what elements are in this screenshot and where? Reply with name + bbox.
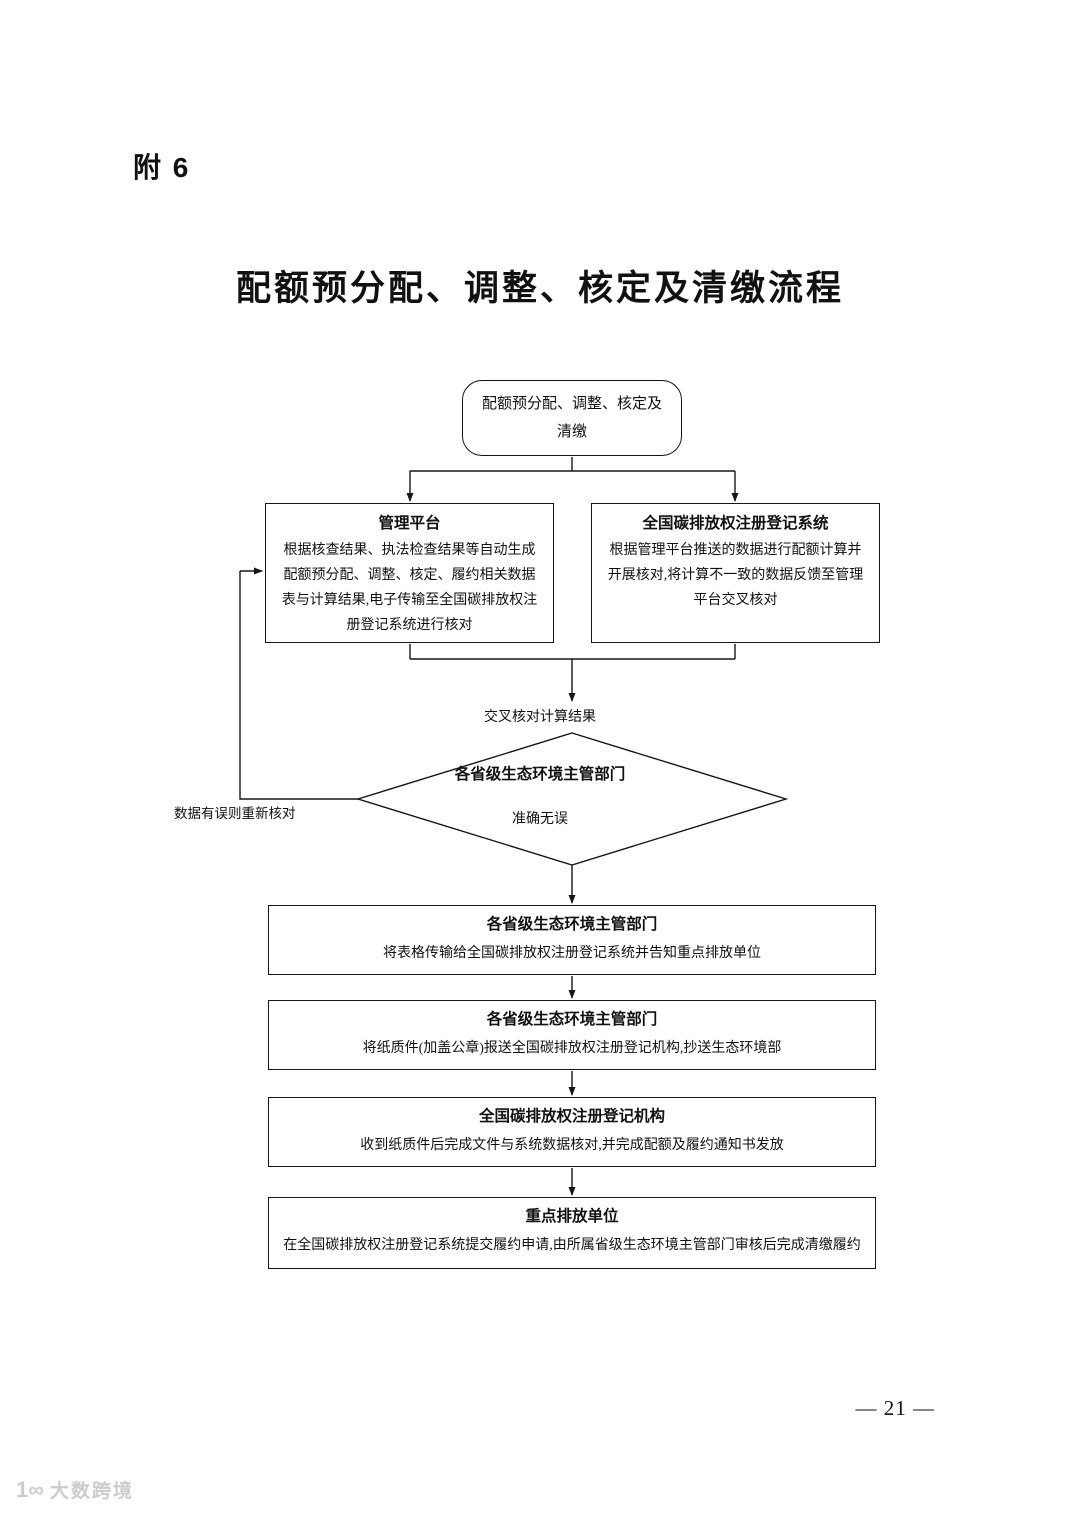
decision-diamond-title: 各省级生态环境主管部门 [454, 766, 626, 783]
page-title: 配额预分配、调整、核定及清缴流程 [235, 269, 844, 308]
watermark-logo-icon: 1∞ [16, 1476, 44, 1502]
step-box-key-emission-unit: 重点排放单位 在全国碳排放权注册登记系统提交履约申请,由所属省级生态环境主管部门… [268, 1197, 876, 1269]
step-title: 全国碳排放权注册登记机构 [478, 1108, 665, 1125]
registry-system-box: 全国碳排放权注册登记系统 根据管理平台推送的数据进行配额计算并开展核对,将计算不… [591, 503, 880, 643]
page-number: — 21 — [855, 1396, 935, 1420]
start-node-label: 配额预分配、调整、核定及清缴 [481, 396, 662, 440]
error-feedback-label: 数据有误则重新核对 [172, 802, 298, 822]
step-box-provincial-transfer: 各省级生态环境主管部门 将表格传输给全国碳排放权注册登记系统并告知重点排放单位 [268, 905, 876, 975]
step-body: 在全国碳排放权注册登记系统提交履约申请,由所属省级生态环境主管部门审核后完成清缴… [283, 1238, 861, 1253]
decision-result-label: 准确无误 [512, 812, 568, 827]
step-title: 各省级生态环境主管部门 [486, 916, 658, 933]
step-body: 将纸质件(加盖公章)报送全国碳排放权注册登记机构,抄送生态环境部 [362, 1041, 782, 1056]
step-title: 各省级生态环境主管部门 [486, 1011, 658, 1028]
step-box-registry-agency: 全国碳排放权注册登记机构 收到纸质件后完成文件与系统数据核对,并完成配额及履约通… [268, 1097, 876, 1167]
start-node: 配额预分配、调整、核定及清缴 [462, 380, 682, 456]
registry-system-body: 根据管理平台推送的数据进行配额计算并开展核对,将计算不一致的数据反馈至管理平台交… [607, 543, 864, 608]
step-title: 重点排放单位 [525, 1208, 619, 1225]
watermark-label: 大数跨境 [49, 1481, 134, 1502]
management-platform-box: 管理平台 根据核查结果、执法检查结果等自动生成配额预分配、调整、核定、履约相关数… [265, 503, 554, 643]
management-platform-body: 根据核查结果、执法检查结果等自动生成配额预分配、调整、核定、履约相关数据表与计算… [281, 543, 538, 633]
step-box-provincial-paper: 各省级生态环境主管部门 将纸质件(加盖公章)报送全国碳排放权注册登记机构,抄送生… [268, 1000, 876, 1070]
watermark: 1∞ 大数跨境 [16, 1476, 134, 1503]
management-platform-title: 管理平台 [378, 515, 441, 532]
attachment-label: 附 6 [133, 152, 191, 183]
registry-system-title: 全国碳排放权注册登记系统 [642, 515, 829, 532]
step-body: 将表格传输给全国碳排放权注册登记系统并告知重点排放单位 [383, 946, 761, 961]
cross-check-label: 交叉核对计算结果 [484, 710, 596, 725]
step-body: 收到纸质件后完成文件与系统数据核对,并完成配额及履约通知书发放 [360, 1138, 784, 1153]
